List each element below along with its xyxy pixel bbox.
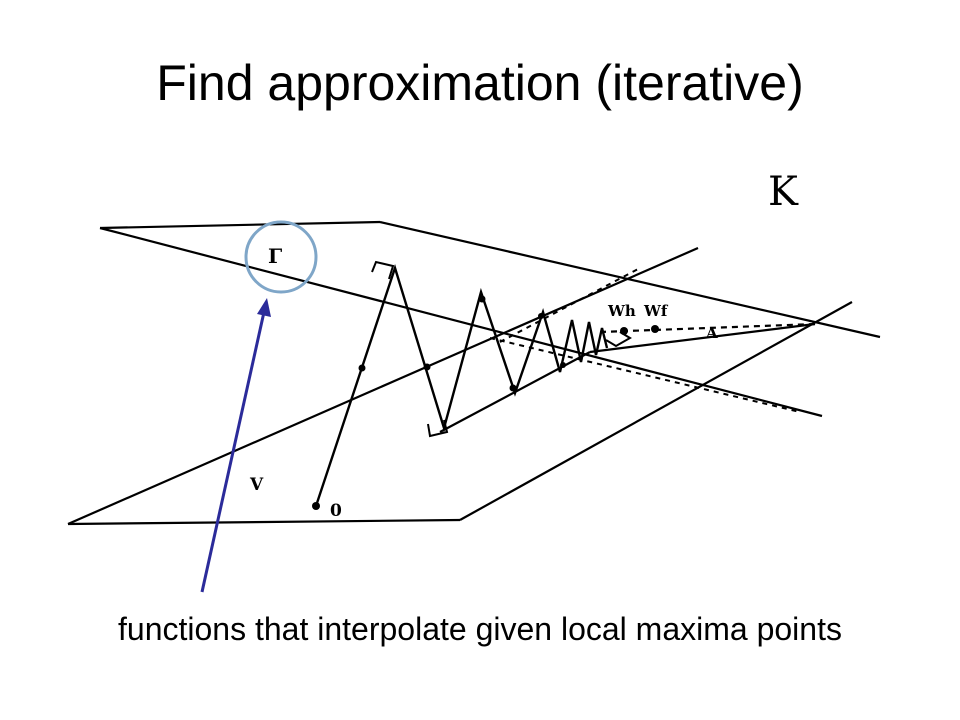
iteration-points xyxy=(358,295,566,392)
label-v: V xyxy=(249,475,264,495)
label-origin: 0 xyxy=(330,501,342,521)
right-angle-markers xyxy=(371,260,632,438)
gamma-highlight-circle xyxy=(244,220,318,294)
dashed-lines xyxy=(489,267,801,413)
label-wf: Wf xyxy=(643,302,669,320)
point-wh xyxy=(620,327,628,335)
set-k-label: K xyxy=(768,169,799,215)
label-wh: Wh xyxy=(607,302,636,320)
slide-title: Find approximation (iterative) xyxy=(156,55,804,111)
point-origin xyxy=(312,502,320,510)
label-a: A xyxy=(705,324,718,342)
pointer-arrow xyxy=(200,298,271,593)
zigzag-projections xyxy=(314,264,609,507)
point-wf xyxy=(651,325,659,333)
label-gamma: Γ xyxy=(268,244,282,268)
plane-v xyxy=(67,246,853,526)
caption-text: functions that interpolate given local m… xyxy=(118,611,842,647)
